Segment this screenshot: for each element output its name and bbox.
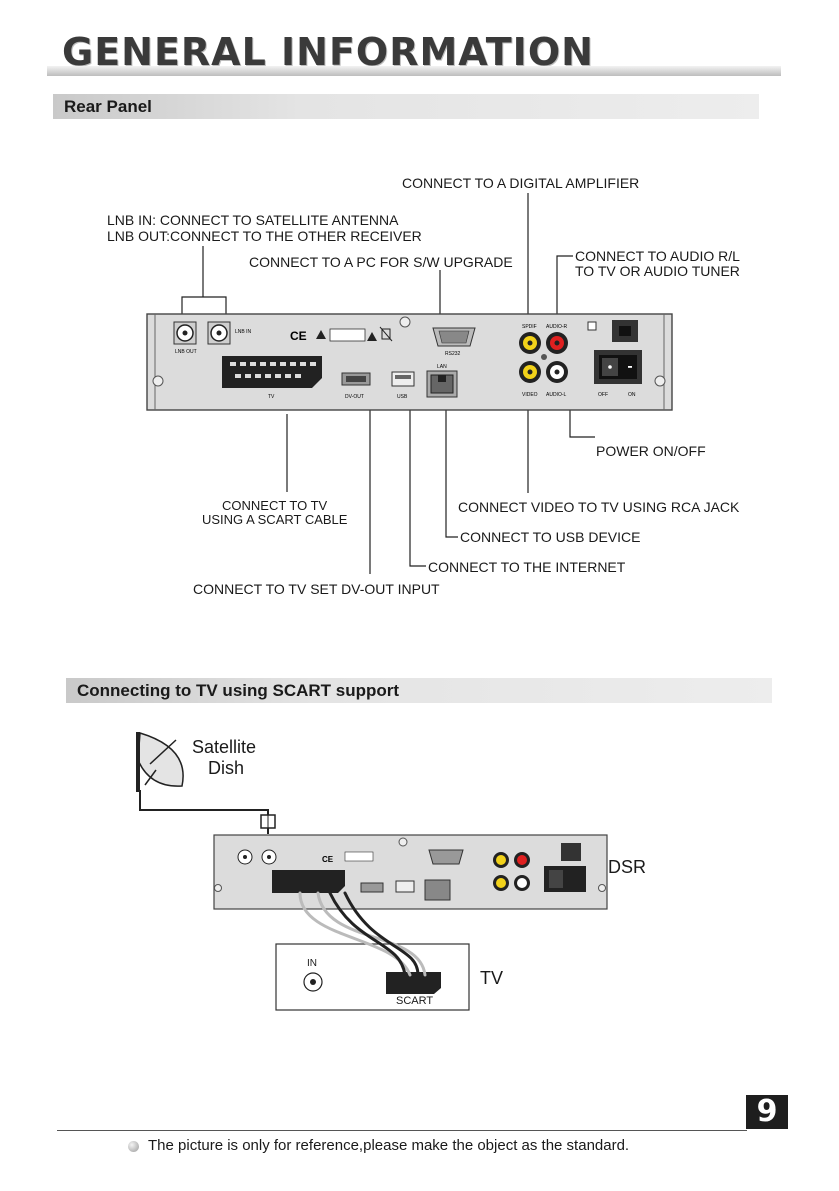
scart-section-heading: Connecting to TV using SCART support (66, 678, 772, 703)
footer-note: The picture is only for reference,please… (148, 1137, 630, 1154)
callout-digital-amplifier: CONNECT TO A DIGITAL AMPLIFIER (402, 175, 640, 191)
svg-text:CE: CE (290, 329, 307, 343)
callout-internet: CONNECT TO THE INTERNET (428, 559, 626, 575)
dsr-label: DSR (608, 857, 647, 877)
tv-scart-port (386, 972, 441, 994)
callout-tv-scart-1: CONNECT TO TV (222, 498, 328, 513)
rear-panel-diagram: LNB OUT LNB IN CE RS232 TV (146, 193, 673, 574)
title-rule (47, 66, 781, 76)
lan-port-label: LAN (437, 364, 447, 370)
audio-r-jack (546, 332, 568, 354)
off-label: OFF (598, 392, 608, 398)
tv-scart-label: SCART (396, 995, 434, 1007)
dv-out-port (341, 372, 371, 386)
tv-in-label: IN (307, 958, 317, 969)
rear-panel-heading: Rear Panel (53, 94, 759, 119)
rs232-port (432, 327, 476, 347)
video-jack (519, 361, 541, 383)
dish-label: Dish (208, 758, 245, 778)
weee-bin-icon (379, 326, 393, 342)
rs232-port-label: RS232 (445, 351, 461, 357)
callout-power: POWER ON/OFF (596, 443, 706, 459)
callout-audio-rl-2: TO TV OR AUDIO TUNER (575, 263, 740, 279)
antenna-cable (139, 790, 269, 834)
scart-connection-diagram: CE (136, 732, 608, 1011)
callout-video-rca: CONNECT VIDEO TO TV USING RCA JACK (458, 499, 740, 515)
callout-lnb-in: LNB IN: CONNECT TO SATELLITE ANTENNA (107, 212, 399, 228)
scart-cable (298, 891, 427, 977)
callout-dvout: CONNECT TO TV SET DV-OUT INPUT (193, 581, 440, 597)
footer-rule (57, 1130, 747, 1131)
dsr-rear-panel: CE (213, 834, 608, 910)
usb-port (391, 371, 415, 387)
page-number: 9 (746, 1095, 788, 1129)
lan-port (426, 370, 458, 398)
warning-triangle-icon (316, 330, 326, 339)
audio-l-jack (546, 361, 568, 383)
tv-box (275, 943, 470, 1011)
audio-l-port-label: AUDIO-L (546, 392, 567, 398)
satellite-label: Satellite (192, 737, 257, 757)
bullet-icon (128, 1141, 139, 1152)
ce-mark-icon: CE (290, 329, 307, 343)
callout-usb-device: CONNECT TO USB DEVICE (460, 529, 641, 545)
callout-tv-scart-2: USING A SCART CABLE (202, 512, 348, 527)
warning-triangle-icon-2 (367, 332, 377, 341)
spdif-port-label: SPDIF (522, 324, 537, 330)
on-label: ON (628, 392, 636, 398)
svg-text:CE: CE (322, 855, 334, 864)
spdif-jack (519, 332, 541, 354)
dvout-port-label: DV-OUT (345, 394, 364, 400)
tv-port-label: TV (268, 394, 275, 400)
callout-audio-rl-1: CONNECT TO AUDIO R/L (575, 248, 740, 264)
power-socket (612, 320, 638, 342)
scart-port (222, 356, 322, 388)
power-switch (594, 350, 642, 384)
video-port-label: VIDEO (522, 392, 538, 398)
satellite-dish-icon (136, 732, 184, 792)
receiver-rear-panel: LNB OUT LNB IN CE RS232 TV (146, 313, 673, 411)
tv-label: TV (480, 968, 504, 988)
lnb-out-port-label: LNB OUT (175, 349, 197, 355)
lnb-in-port-label: LNB IN (235, 329, 252, 335)
f-connector-plug (260, 814, 276, 829)
usb-port-label: USB (397, 394, 408, 400)
lnb-out-connector (173, 321, 197, 345)
audio-r-port-label: AUDIO-R (546, 324, 568, 330)
callout-leader-lines (181, 193, 595, 574)
lnb-in-connector (207, 321, 231, 345)
callout-lnb-out: LNB OUT:CONNECT TO THE OTHER RECEIVER (107, 228, 422, 244)
rating-plate (329, 328, 366, 342)
callout-pc-upgrade: CONNECT TO A PC FOR S/W UPGRADE (249, 254, 513, 270)
